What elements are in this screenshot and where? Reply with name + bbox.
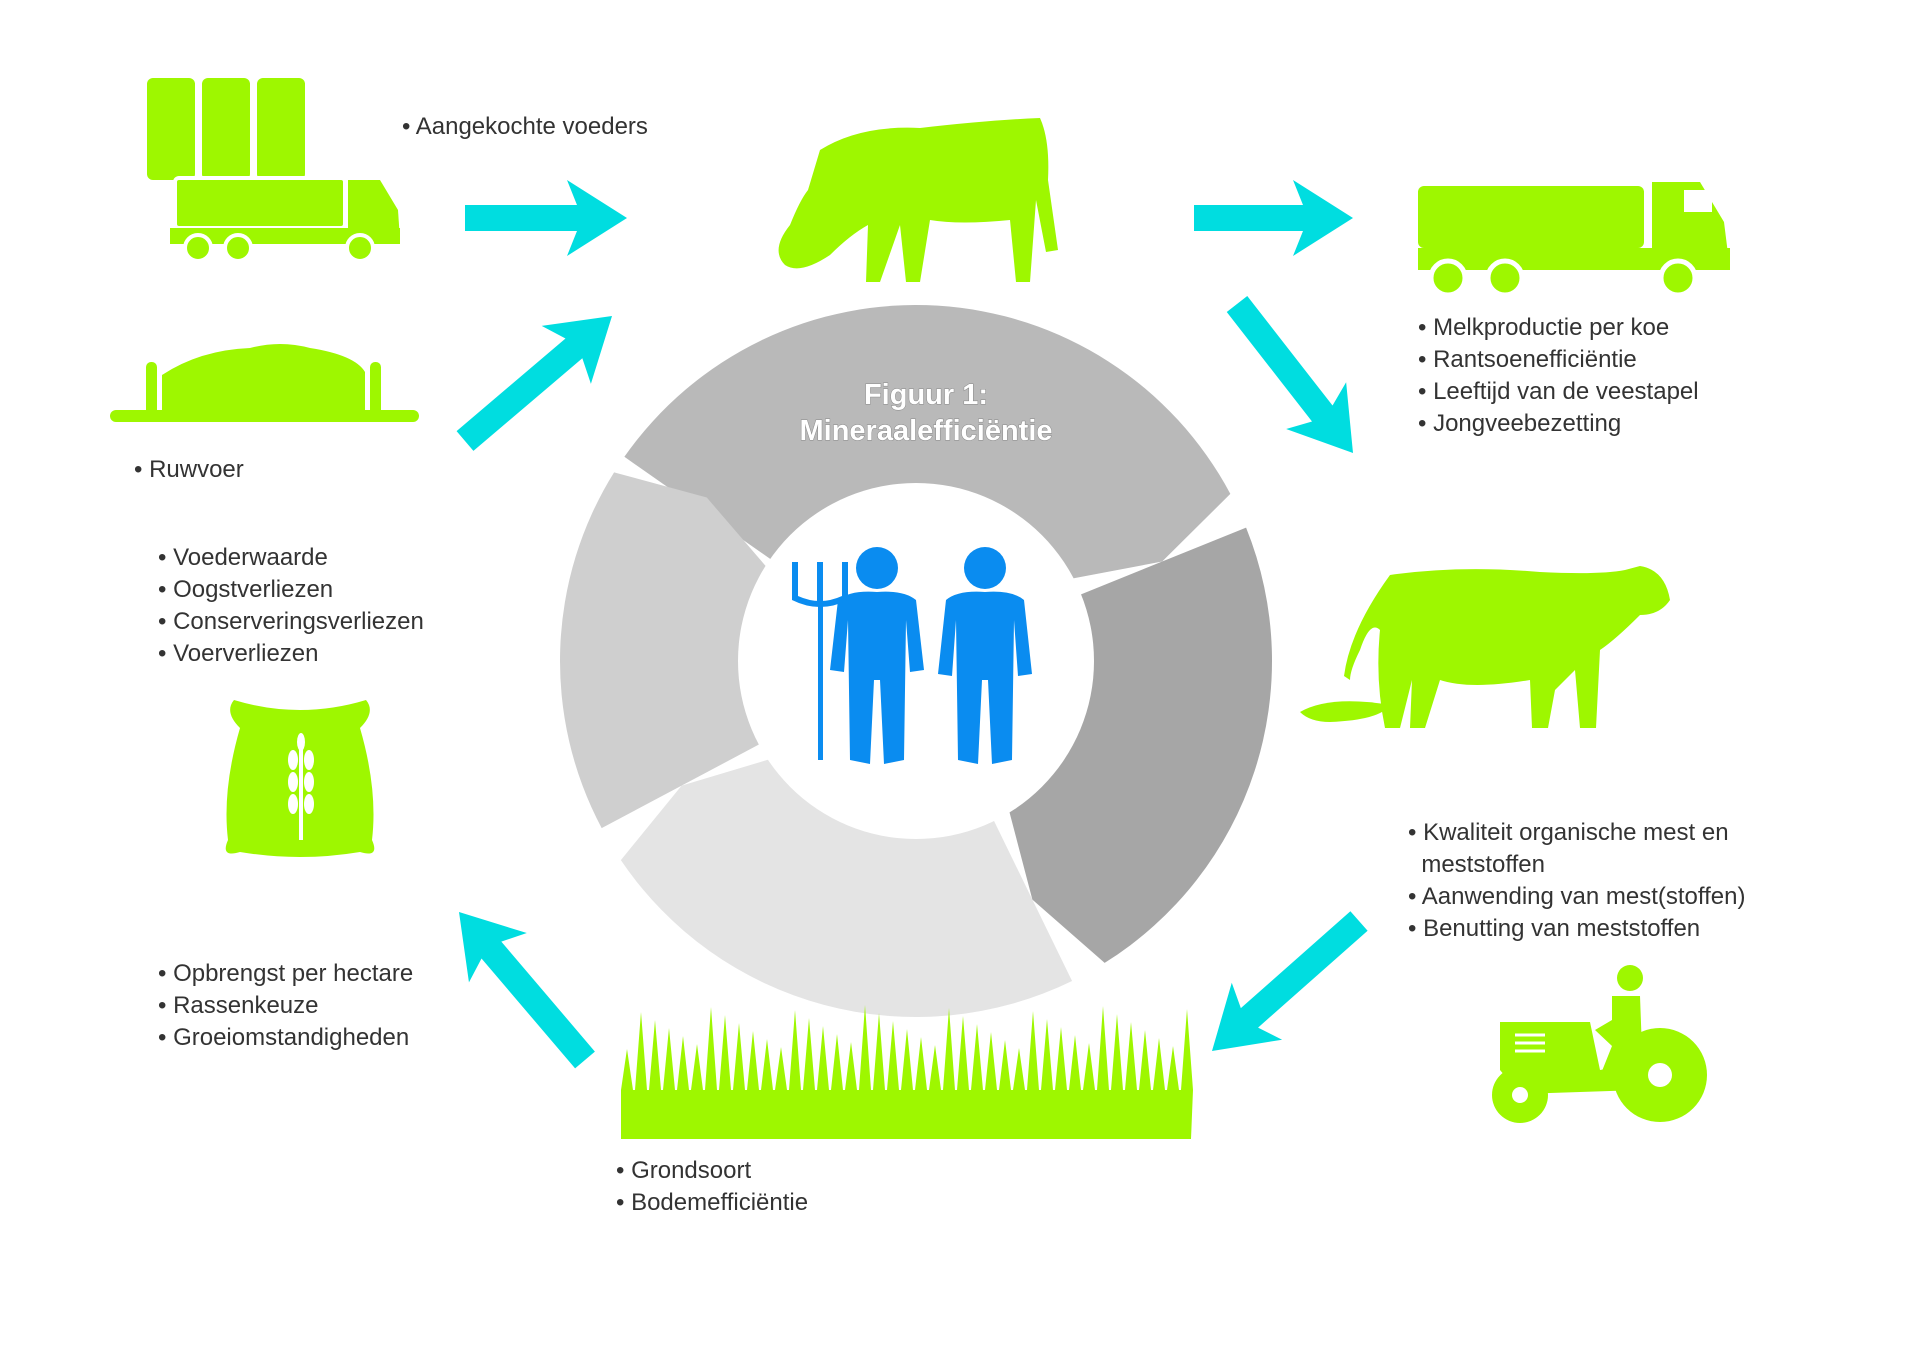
label-soil-1: • Grondsoort — [616, 1157, 751, 1184]
label-feed-3: • Conserveringsverliezen — [158, 608, 424, 635]
cycle-ring — [560, 305, 1272, 1018]
label-feed-2: • Oogstverliezen — [158, 576, 333, 603]
label-feed-1: • Voederwaarde — [158, 544, 328, 571]
label-feed-4: • Voerverliezen — [158, 640, 319, 667]
farmers-icon — [792, 547, 1032, 764]
arrow-icon-2 — [1194, 180, 1353, 256]
label-manure-1: • Kwaliteit organische mest en — [1408, 819, 1729, 846]
silo-truck-icon — [147, 78, 400, 263]
cycle-arrows — [456, 180, 1368, 1069]
arrow-icon-1 — [465, 180, 627, 256]
label-crop-1: • Opbrengst per hectare — [158, 960, 413, 987]
label-milk-1: • Melkproductie per koe — [1418, 314, 1669, 341]
arrow-icon-3 — [456, 316, 612, 451]
label-crop-2: • Rassenkeuze — [158, 992, 319, 1019]
manure-cow-icon — [1300, 566, 1670, 728]
arrow-icon-6 — [459, 912, 595, 1069]
grass-icon — [621, 1005, 1193, 1139]
label-manure-2: meststoffen — [1408, 851, 1545, 878]
milk-truck-icon — [1418, 182, 1730, 298]
ring-segment-left — [560, 472, 768, 829]
label-milk-3: • Leeftijd van de veestapel — [1418, 378, 1699, 405]
label-crop-3: • Groeiomstandigheden — [158, 1024, 409, 1051]
label-milk-4: • Jongveebezetting — [1418, 410, 1621, 437]
labels: • Aangekochte voeders • Melkproductie per… — [134, 113, 1746, 1216]
arrow-icon-4 — [1226, 296, 1353, 453]
ring-segment-top — [624, 305, 1231, 579]
silage-heap-icon — [110, 344, 419, 422]
label-manure-4: • Benutting van meststoffen — [1408, 915, 1700, 942]
label-manure-3: • Aanwending van mest(stoffen) — [1408, 883, 1746, 910]
tractor-icon — [1492, 965, 1707, 1123]
ring-segment-right — [1008, 527, 1272, 963]
title-line-1: Figuur 1: — [864, 379, 988, 411]
ring-segment-bottom — [620, 758, 1073, 1018]
label-purchased-feed-1: • Aangekochte voeders — [402, 113, 648, 140]
arrow-icon-5 — [1212, 911, 1368, 1051]
label-roughage-1: • Ruwvoer — [134, 456, 244, 483]
label-soil-2: • Bodemefficiëntie — [616, 1189, 808, 1216]
title-line-2: Mineraalefficiëntie — [799, 415, 1052, 447]
grazing-cow-icon — [778, 118, 1058, 282]
grain-bag-icon — [225, 700, 375, 857]
label-milk-2: • Rantsoenefficiëntie — [1418, 346, 1637, 373]
